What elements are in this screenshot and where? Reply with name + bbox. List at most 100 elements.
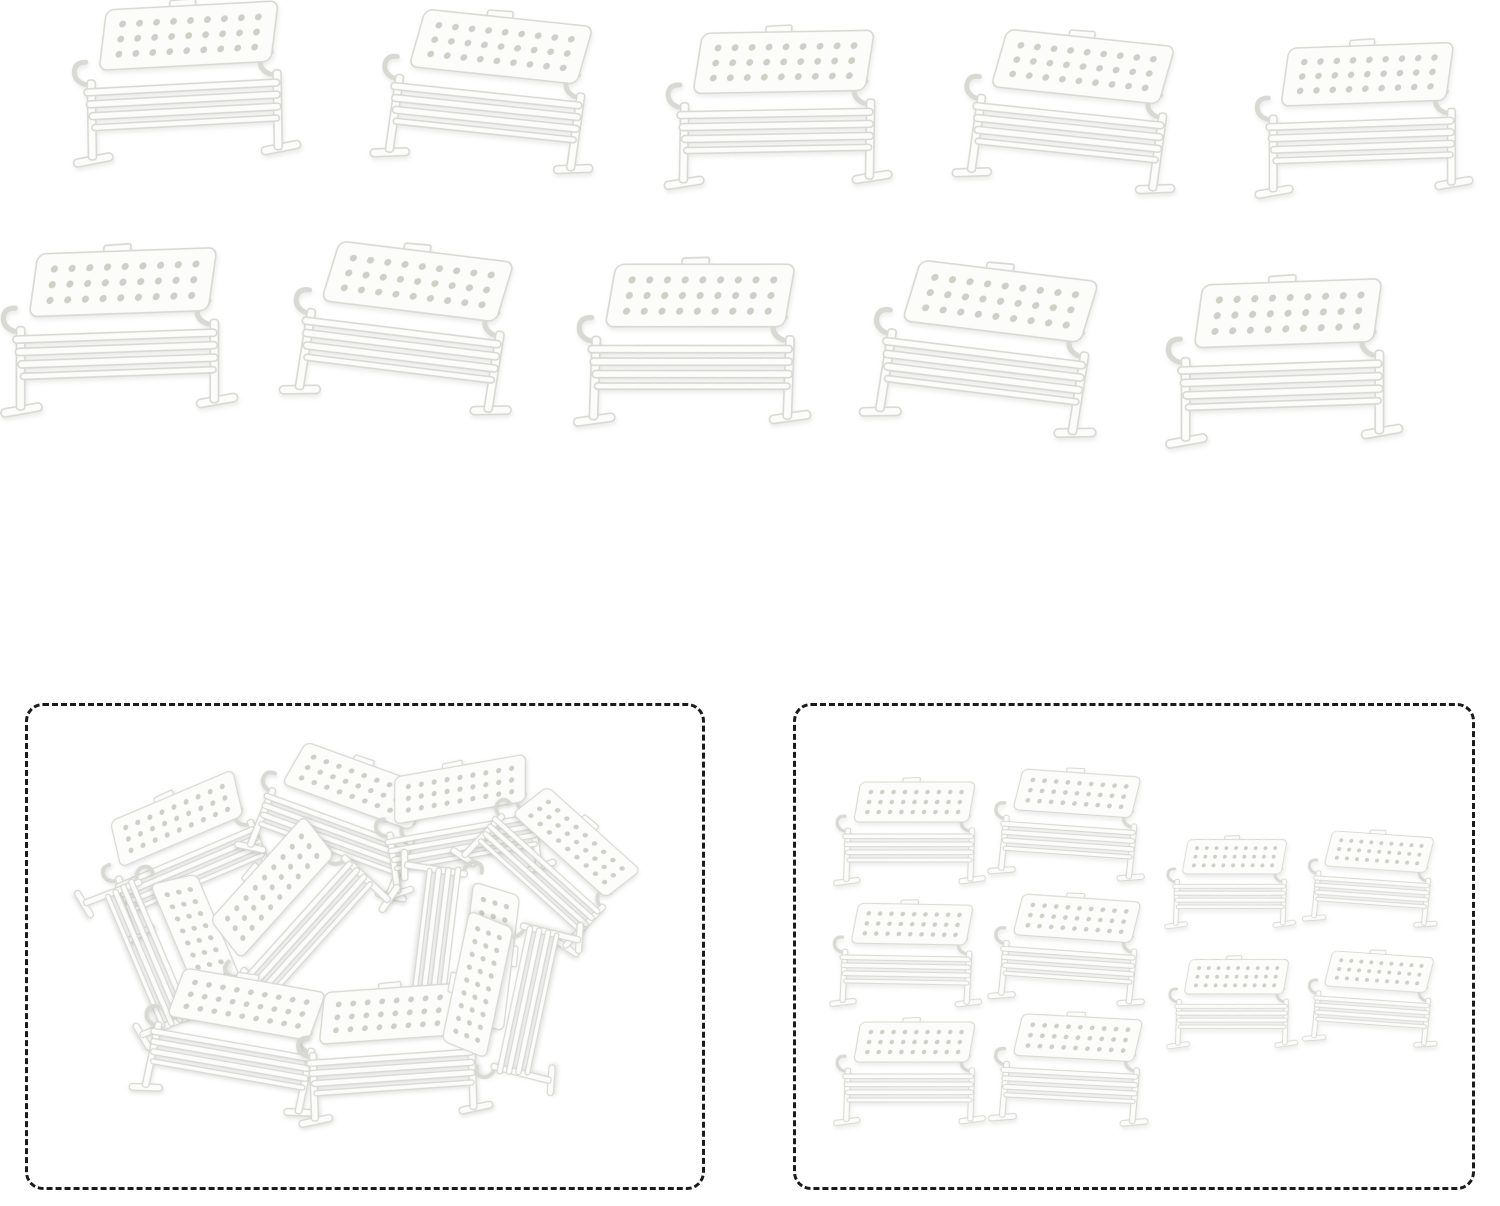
miniature-bench	[128, 968, 325, 1117]
bench-backrest-holes	[1009, 42, 1157, 92]
miniature-bench-shape	[858, 260, 1098, 439]
bench-backrest-holes	[46, 260, 200, 304]
bench-armrest-left	[576, 315, 595, 344]
bench-backrest-holes	[528, 799, 625, 885]
bench-backrest-holes	[427, 22, 575, 72]
miniature-bench-shape	[832, 777, 986, 887]
bench-backrest-holes	[865, 1029, 964, 1055]
miniature-bench-shape	[832, 1017, 986, 1127]
bench-armrest-left	[832, 935, 845, 954]
bench-backrest	[394, 754, 526, 824]
miniature-bench	[212, 818, 401, 1029]
bench-seat-rails	[839, 954, 972, 986]
bench-armrest-left	[100, 862, 117, 884]
bench-seat-rails	[1265, 116, 1456, 165]
bench-seat-rails	[676, 107, 875, 155]
bench-backrest-holes	[1025, 902, 1129, 935]
bench-armrest-left	[835, 1054, 847, 1073]
miniature-bench-shape	[951, 29, 1176, 195]
bench-backrest	[851, 902, 973, 946]
miniature-bench-shape	[987, 767, 1145, 882]
bench-backrest	[853, 781, 976, 823]
miniature-bench-shape	[572, 256, 812, 428]
bench-seat-rails	[149, 1027, 313, 1091]
bench-backrest	[442, 912, 513, 1057]
bench-armrest-left	[1168, 987, 1179, 1004]
bench-backrest	[1182, 839, 1287, 875]
miniature-bench	[1165, 273, 1404, 449]
bench-seat-rails	[881, 336, 1087, 406]
bench-seat-rails	[104, 878, 192, 1029]
miniature-bench-shape	[128, 968, 325, 1117]
miniature-bench	[71, 0, 302, 168]
bench-backrest-holes	[1296, 54, 1438, 95]
bench-seat-rails	[409, 866, 462, 1022]
bench-backrest	[514, 788, 639, 897]
bench-armrest-left	[296, 1035, 310, 1059]
bench-seat-rails	[972, 101, 1165, 164]
bench-armrest-left	[382, 53, 400, 81]
bench-backrest	[1281, 41, 1454, 107]
bench-armrest-left	[134, 864, 155, 880]
bench-armrest-left	[994, 801, 1007, 820]
bench-backrest-holes	[921, 273, 1080, 329]
bench-seat-rails	[243, 860, 374, 998]
miniature-bench-shape	[1301, 949, 1438, 1048]
bench-backrest-holes	[862, 911, 962, 938]
miniature-bench-shape	[1164, 835, 1297, 930]
bench-backrest	[1184, 959, 1289, 995]
miniature-bench	[450, 788, 639, 958]
miniature-bench-shape	[987, 1011, 1149, 1127]
miniature-bench	[278, 241, 513, 416]
bench-seat-rails	[1000, 820, 1136, 860]
bench-armrest-left	[835, 814, 847, 833]
miniature-bench-shape	[1166, 955, 1299, 1050]
bench-backrest-holes	[1191, 846, 1278, 868]
bench-backrest	[1013, 768, 1141, 818]
bench-armrest-left	[293, 287, 313, 315]
miniature-bench-shape	[74, 864, 247, 1052]
bench-backrest-holes	[340, 254, 495, 309]
bench-armrest-left	[665, 82, 683, 110]
bench-seat-rails	[842, 1073, 974, 1103]
miniature-bench	[0, 242, 239, 418]
miniature-bench	[1164, 835, 1297, 930]
miniature-bench	[858, 260, 1098, 439]
bench-backrest-holes	[453, 926, 502, 1043]
bench-backrest-holes	[1211, 291, 1365, 335]
bench-seat-rails	[1000, 1066, 1139, 1105]
bench-seat-rails	[842, 833, 974, 863]
bench-backrest-holes	[709, 42, 858, 82]
bench-armrest-left	[373, 817, 388, 839]
miniature-bench-shape	[987, 892, 1145, 1007]
miniature-bench	[1166, 955, 1299, 1050]
bench-backrest-holes	[225, 833, 320, 942]
bench-seat-rails	[477, 816, 601, 933]
bench-backrest-holes	[183, 979, 310, 1029]
bench-seat-rails	[301, 316, 502, 384]
bench-backrest	[322, 241, 513, 322]
miniature-bench-shape	[1301, 829, 1438, 928]
miniature-bench	[987, 892, 1145, 1007]
bench-seat-rails	[1177, 359, 1384, 412]
bench-backrest-holes	[622, 276, 778, 315]
bench-backrest	[212, 818, 333, 957]
bench-backrest-holes	[123, 783, 231, 854]
bench-backrest	[1194, 278, 1382, 349]
bench-backrest	[1324, 830, 1434, 873]
bench-backrest-holes	[1334, 838, 1424, 866]
bench-backrest	[410, 9, 592, 85]
bench-backrest	[1013, 1013, 1143, 1062]
bench-backrest	[605, 263, 795, 328]
bench-seat-rails	[1000, 945, 1136, 985]
miniature-bench	[1301, 829, 1438, 928]
bench-seat-rails	[496, 925, 560, 1076]
bench-seat-rails	[1174, 1003, 1288, 1029]
miniature-bench	[951, 29, 1176, 195]
bench-backrest	[853, 1021, 976, 1063]
bench-backrest-holes	[1025, 1022, 1131, 1053]
bench-seat-rails	[1313, 875, 1430, 909]
bench-armrest-left	[1165, 336, 1183, 365]
bench-armrest-left	[1307, 858, 1319, 875]
bench-seat-rails	[587, 344, 794, 391]
